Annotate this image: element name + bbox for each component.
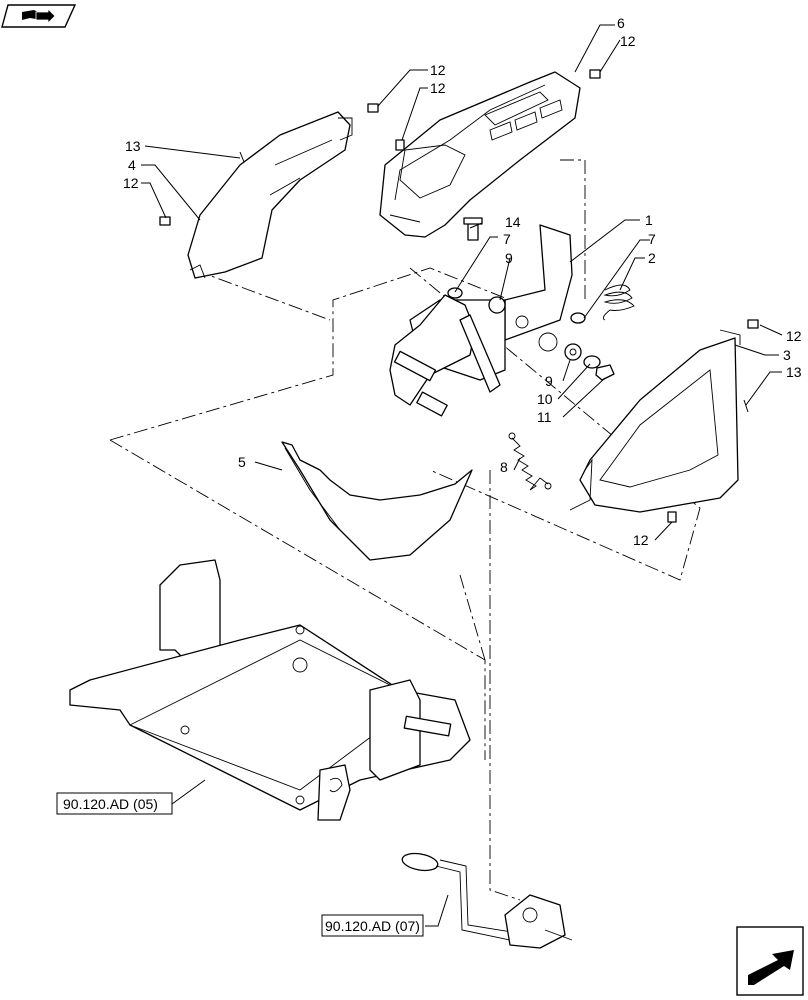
- part-5-lower-cover: [281, 441, 473, 561]
- callout-6: 6: [617, 15, 625, 31]
- reference-box-frame[interactable]: 90.120.AD (05): [56, 792, 173, 815]
- base-frame: [69, 559, 471, 821]
- callout-14: 14: [505, 214, 521, 230]
- callout-8: 8: [500, 459, 508, 475]
- part-4-left-panel: [187, 111, 353, 279]
- reference-box-lever[interactable]: 90.120.AD (07): [321, 914, 424, 937]
- callout-12: 12: [633, 532, 649, 548]
- callout-3: 3: [783, 347, 791, 363]
- reference-label-frame: 90.120.AD (05): [63, 796, 158, 812]
- callout-5: 5: [238, 454, 246, 470]
- callout-7: 7: [503, 231, 511, 247]
- next-page-arrow-icon[interactable]: [736, 926, 804, 996]
- callout-2: 2: [648, 250, 656, 266]
- part-6-console-cover: [379, 71, 581, 238]
- lever-assembly: [389, 294, 501, 417]
- callout-13: 13: [786, 364, 802, 380]
- hardware-items: [447, 217, 615, 381]
- shift-lever: [401, 852, 573, 949]
- part-2-spring: [602, 284, 635, 321]
- callout-4: 4: [128, 157, 136, 173]
- callout-12: 12: [430, 80, 446, 96]
- callout-numbers: 6 12 12 12 13 4 12 1 7 2 14 7 9 12 3 13 …: [123, 15, 802, 548]
- callout-12: 12: [786, 328, 802, 344]
- callout-11: 11: [537, 409, 552, 425]
- callout-9: 9: [545, 373, 553, 389]
- callout-12: 12: [620, 33, 636, 49]
- callout-9: 9: [505, 250, 513, 266]
- callout-13: 13: [125, 138, 141, 154]
- book-open-arrow-icon[interactable]: [1, 4, 77, 28]
- part-3-right-panel: [569, 329, 741, 513]
- reference-label-lever: 90.120.AD (07): [325, 918, 420, 934]
- leader-lines: [141, 24, 783, 927]
- part-8-tension-spring: [508, 432, 552, 491]
- callout-12: 12: [123, 175, 139, 191]
- callout-7: 7: [648, 231, 656, 247]
- callout-1: 1: [645, 212, 653, 228]
- callout-10: 10: [537, 391, 553, 407]
- fasteners: [159, 69, 759, 523]
- assembly-centerlines: [109, 159, 701, 901]
- callout-12: 12: [430, 62, 446, 78]
